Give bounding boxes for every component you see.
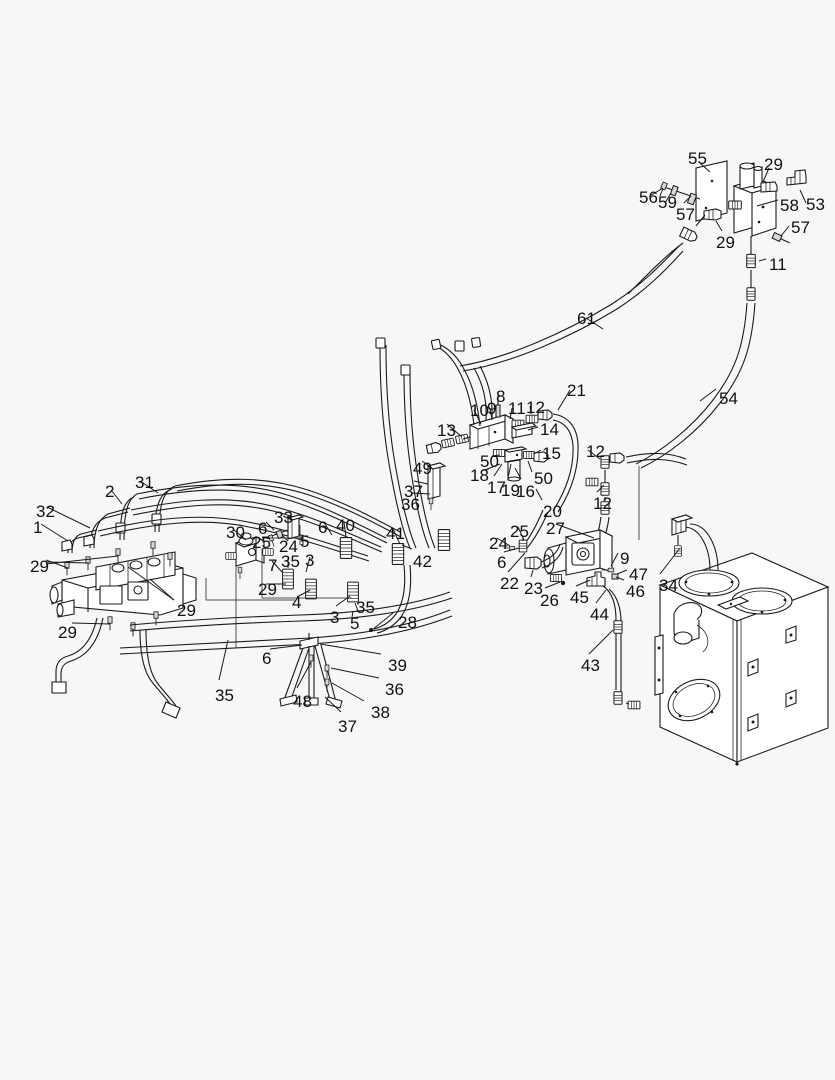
- callout-5-a: 5: [300, 532, 310, 551]
- callout-53: 53: [806, 195, 825, 214]
- callout-57-b: 57: [791, 218, 810, 237]
- callout-14: 14: [540, 420, 559, 439]
- callout-3-a: 3: [305, 551, 315, 570]
- callout-50-a: 50: [480, 452, 499, 471]
- callout-25-b: 25: [510, 522, 529, 541]
- callout-19: 19: [501, 481, 520, 500]
- callout-9-a: 9: [487, 399, 497, 418]
- callout-30: 30: [226, 523, 245, 542]
- callout-36-a: 36: [401, 495, 420, 514]
- callout-61: 61: [577, 309, 596, 328]
- callout-17: 17: [487, 478, 506, 497]
- callout-32: 32: [36, 502, 55, 521]
- callout-33: 33: [274, 508, 293, 527]
- callout-20: 20: [543, 502, 562, 521]
- callout-12-a: 12: [526, 398, 545, 417]
- callout-41: 41: [386, 524, 405, 543]
- callout-29-c: 29: [30, 557, 49, 576]
- callout-5-b: 5: [350, 614, 360, 633]
- callout-6-a: 6: [258, 519, 268, 538]
- callout-35-b: 35: [356, 598, 375, 617]
- callout-4: 4: [292, 593, 302, 612]
- callout-47: 47: [629, 565, 648, 584]
- callout-24-b: 24: [489, 534, 508, 553]
- callout-9-b: 9: [620, 549, 630, 568]
- callout-12-c: 12: [593, 494, 612, 513]
- callout-35-a: 35: [281, 552, 300, 571]
- callout-12-b: 12: [586, 442, 605, 461]
- callout-57-a: 57: [676, 205, 695, 224]
- callout-29-e: 29: [177, 601, 196, 620]
- callout-25-a: 25: [252, 533, 271, 552]
- callout-55: 55: [688, 149, 707, 168]
- callout-34: 34: [659, 576, 678, 595]
- callout-27: 27: [546, 519, 565, 538]
- callout-56: 56: [639, 188, 658, 207]
- callout-2: 2: [105, 482, 115, 501]
- callout-29-a: 29: [764, 155, 783, 174]
- callout-54: 54: [719, 389, 738, 408]
- callout-11-b: 11: [508, 399, 526, 418]
- callout-6-b: 6: [318, 518, 328, 537]
- callout-6-d: 6: [497, 553, 507, 572]
- callout-35-c: 35: [215, 686, 234, 705]
- callout-46: 46: [626, 582, 645, 601]
- callout-8: 8: [496, 387, 506, 406]
- callout-23: 23: [524, 579, 543, 598]
- callout-44: 44: [590, 605, 609, 624]
- callout-26: 26: [540, 591, 559, 610]
- callout-45: 45: [570, 588, 589, 607]
- callout-59: 59: [658, 193, 677, 212]
- callout-13: 13: [437, 421, 456, 440]
- callout-3-b: 3: [330, 608, 340, 627]
- callout-21: 21: [567, 381, 586, 400]
- callout-1: 1: [33, 518, 43, 537]
- callout-39: 39: [388, 656, 407, 675]
- callout-42: 42: [413, 552, 432, 571]
- callout-43: 43: [581, 656, 600, 675]
- callout-28: 28: [398, 613, 417, 632]
- callout-48: 48: [293, 692, 312, 711]
- callout-29-b: 29: [716, 233, 735, 252]
- callout-18: 18: [470, 466, 489, 485]
- callout-29-f: 29: [258, 580, 277, 599]
- callout-22: 22: [500, 574, 519, 593]
- callout-16: 16: [516, 482, 535, 501]
- callout-36-b: 36: [385, 680, 404, 699]
- callout-49: 49: [413, 459, 432, 478]
- callout-7: 7: [268, 556, 278, 575]
- callout-40: 40: [336, 516, 355, 535]
- callout-29-d: 29: [58, 623, 77, 642]
- callout-38: 38: [371, 703, 390, 722]
- callout-15: 15: [542, 444, 561, 463]
- callout-37-a: 37: [404, 482, 423, 501]
- callout-11-a: 11: [769, 255, 787, 274]
- callout-31: 31: [135, 473, 154, 492]
- callout-58: 58: [780, 196, 799, 215]
- callout-6-c: 6: [262, 649, 272, 668]
- callout-24-a: 24: [279, 537, 298, 556]
- callout-50-b: 50: [534, 469, 553, 488]
- callout-10: 10: [470, 401, 489, 420]
- callout-37-b: 37: [338, 717, 357, 736]
